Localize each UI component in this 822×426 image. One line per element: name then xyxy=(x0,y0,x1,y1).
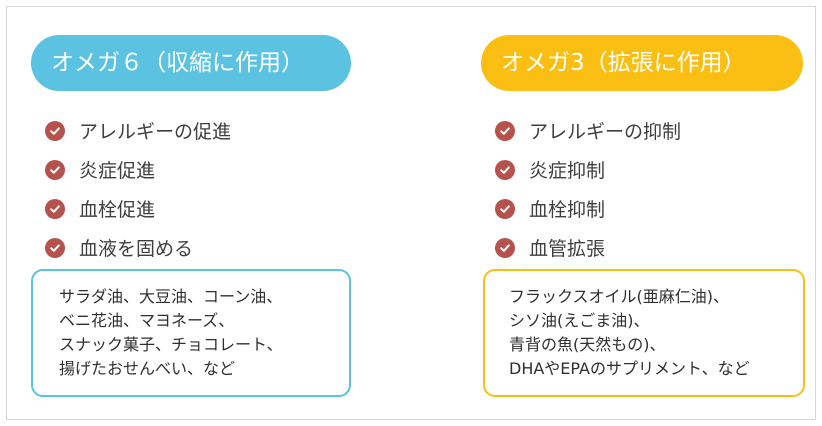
effect-label: 炎症促進 xyxy=(79,160,156,182)
food-line: フラックスオイル(亜麻仁油)、 xyxy=(509,287,730,306)
effect-label: 血液を固める xyxy=(79,238,194,260)
check-icon xyxy=(495,198,515,219)
omega3-effects-list: アレルギーの抑制 炎症抑制 血栓抑制 血管拡張 xyxy=(495,111,681,267)
effect-label: 血栓抑制 xyxy=(529,199,606,221)
effect-item: 血管拡張 xyxy=(495,228,681,267)
effect-item: 炎症抑制 xyxy=(495,150,681,189)
check-icon xyxy=(495,120,515,141)
effect-item: 炎症促進 xyxy=(45,150,231,189)
food-line: スナック菓子、チョコレート、 xyxy=(59,335,283,354)
omega3-foods-box: フラックスオイル(亜麻仁油)、 シソ油(えごま油)、 青背の魚(天然もの)、 D… xyxy=(483,269,805,397)
effect-label: 炎症抑制 xyxy=(529,160,606,182)
food-line: DHAやEPAのサプリメント、など xyxy=(509,359,750,378)
effect-item: 血栓促進 xyxy=(45,189,231,228)
effect-item: 血栓抑制 xyxy=(495,189,681,228)
check-icon xyxy=(45,237,65,258)
effect-label: 血栓促進 xyxy=(79,199,156,221)
omega6-foods-box: サラダ油、大豆油、コーン油、 ベニ花油、マヨネーズ、 スナック菓子、チョコレート… xyxy=(31,269,351,397)
food-line: 揚げたおせんべい、など xyxy=(59,359,236,378)
food-line: ベニ花油、マヨネーズ、 xyxy=(59,311,235,330)
check-icon xyxy=(45,159,65,180)
effect-item: アレルギーの抑制 xyxy=(495,111,681,150)
check-icon xyxy=(495,237,515,258)
check-icon xyxy=(45,198,65,219)
omega3-title: オメガ3（拡張に作用） xyxy=(481,35,803,91)
check-icon xyxy=(45,120,65,141)
food-line: サラダ油、大豆油、コーン油、 xyxy=(59,287,283,306)
omega6-title: オメガ６（収縮に作用） xyxy=(31,35,351,91)
effect-item: アレルギーの促進 xyxy=(45,111,231,150)
effect-label: 血管拡張 xyxy=(529,238,606,260)
effect-label: アレルギーの促進 xyxy=(79,121,232,143)
effect-label: アレルギーの抑制 xyxy=(529,121,682,143)
effect-item: 血液を固める xyxy=(45,228,231,267)
food-line: シソ油(えごま油)、 xyxy=(509,311,650,330)
food-line: 青背の魚(天然もの)、 xyxy=(509,335,666,354)
check-icon xyxy=(495,159,515,180)
omega-comparison-panel: オメガ６（収縮に作用） アレルギーの促進 炎症促進 血栓促進 血液を固める サラ… xyxy=(6,6,816,420)
omega6-effects-list: アレルギーの促進 炎症促進 血栓促進 血液を固める xyxy=(45,111,231,267)
